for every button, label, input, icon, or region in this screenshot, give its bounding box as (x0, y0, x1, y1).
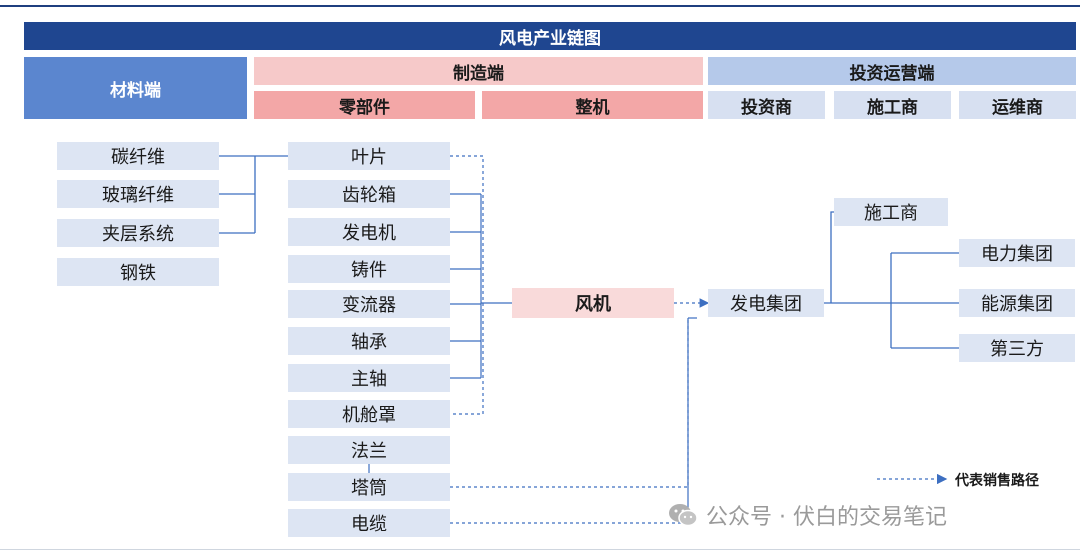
header-investment-ops: 投资运营端 (708, 57, 1076, 85)
watermark-text: 公众号 · 伏白的交易笔记 (706, 505, 947, 530)
component-node: 齿轮箱 (288, 180, 450, 208)
bottom-rule (0, 549, 1080, 550)
downstream-node: 第三方 (959, 334, 1075, 362)
power-group-node: 发电集团 (708, 289, 824, 317)
header-components: 零部件 (254, 91, 475, 119)
header-maintainer: 运维商 (959, 91, 1076, 119)
component-node: 轴承 (288, 327, 450, 355)
component-node: 塔筒 (288, 473, 450, 501)
component-node: 发电机 (288, 218, 450, 246)
material-node: 钢铁 (57, 258, 219, 286)
component-node: 铸件 (288, 255, 450, 283)
components-connector (368, 155, 512, 473)
header-manufacturing: 制造端 (254, 57, 703, 85)
top-rule (0, 5, 1080, 7)
component-node: 电缆 (288, 509, 450, 537)
component-node: 变流器 (288, 290, 450, 318)
header-materials: 材料端 (24, 57, 247, 119)
material-node: 碳纤维 (57, 142, 219, 170)
component-node: 法兰 (288, 436, 450, 464)
component-node: 机舱罩 (288, 400, 450, 428)
power-group-connector (824, 211, 959, 349)
legend-label: 代表销售路径 (955, 473, 1039, 489)
wind-turbine-node: 风机 (512, 288, 674, 318)
header-constructor: 施工商 (834, 91, 951, 119)
material-node: 玻璃纤维 (57, 180, 219, 208)
component-node: 叶片 (288, 142, 450, 170)
downstream-node: 能源集团 (959, 289, 1075, 317)
diagram-title: 风电产业链图 (24, 22, 1076, 50)
materials-connector (219, 155, 288, 234)
component-node: 主轴 (288, 364, 450, 392)
material-node: 夹层系统 (57, 219, 219, 247)
watermark: 公众号 · 伏白的交易笔记 (668, 499, 947, 531)
sales-path-lines (450, 298, 710, 524)
wechat-icon (669, 504, 698, 527)
construction-firm-node: 施工商 (834, 198, 948, 226)
downstream-node: 电力集团 (959, 239, 1075, 267)
header-whole-machine: 整机 (482, 91, 703, 119)
header-investor: 投资商 (708, 91, 825, 119)
